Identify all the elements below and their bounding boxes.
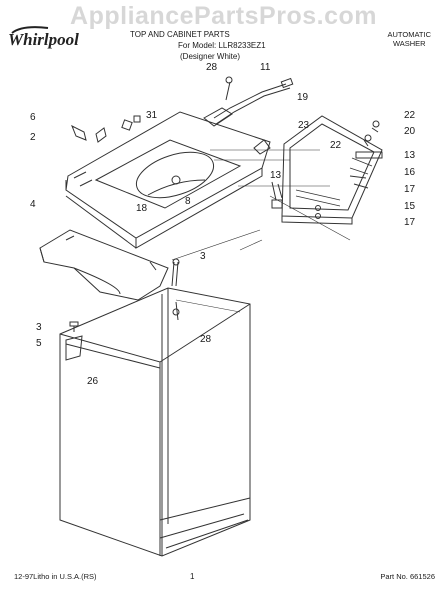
appliance-type-line2: WASHER — [392, 39, 426, 48]
page-number: 1 — [190, 572, 195, 581]
callout-4: 4 — [30, 199, 36, 210]
callout-22-upper: 22 — [404, 110, 416, 121]
model-line: For Model: LLR8233EZ1 — [178, 41, 266, 50]
litho-code: 12-97Litho in U.S.A.(RS) — [14, 572, 97, 581]
callout-28-top: 28 — [206, 62, 218, 73]
callout-20: 20 — [404, 126, 416, 137]
callout-17-upper: 17 — [404, 184, 416, 195]
rear-shield — [39, 229, 169, 301]
lid-switch-harness — [203, 76, 294, 127]
color-line: (Designer White) — [180, 52, 241, 61]
diagram-title: TOP AND CABINET PARTS — [130, 30, 230, 39]
callout-19: 19 — [297, 92, 309, 103]
callout-3-upper: 3 — [200, 251, 206, 262]
callout-5: 5 — [36, 338, 42, 349]
callout-26: 26 — [87, 376, 99, 387]
appliance-type-line1: AUTOMATIC — [387, 30, 431, 39]
cabinet — [59, 287, 251, 557]
callout-11: 11 — [260, 62, 271, 73]
callout-6: 6 — [30, 112, 36, 123]
callout-22-lower: 22 — [330, 140, 342, 151]
callout-8: 8 — [185, 196, 191, 207]
callout-23: 23 — [298, 120, 310, 131]
callout-2: 2 — [30, 132, 36, 143]
lid — [281, 115, 383, 225]
callout-31: 31 — [146, 110, 158, 121]
callout-28-lower: 28 — [200, 334, 212, 345]
brand-swoosh-icon — [11, 26, 49, 34]
callout-13-right: 13 — [404, 150, 416, 161]
guide-lines — [171, 149, 351, 261]
appliance-type: AUTOMATIC WASHER — [388, 30, 431, 48]
callout-17-lower: 17 — [404, 217, 416, 228]
part-number: Part No. 661526 — [380, 572, 435, 581]
top-panel — [65, 111, 271, 249]
callout-3-lower: 3 — [36, 322, 42, 333]
callout-16: 16 — [404, 167, 416, 178]
brand-logo: Whirlpool — [8, 30, 79, 49]
callout-15: 15 — [404, 201, 416, 212]
callout-13-left: 13 — [270, 170, 282, 181]
callout-18: 18 — [136, 203, 148, 214]
small-parts — [69, 115, 383, 332]
watermark: AppliancePartsPros.com — [70, 2, 377, 30]
